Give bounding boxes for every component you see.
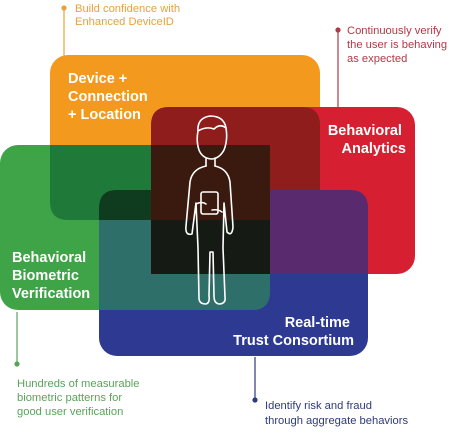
analytics-callout-line-1: Continuously verify bbox=[347, 25, 442, 37]
analytics-box-label: Behavioral Analytics bbox=[328, 123, 406, 157]
consortium-box-label-line-2: Trust Consortium bbox=[233, 333, 354, 349]
biometric-callout-line-2: biometric patterns for bbox=[17, 392, 122, 404]
biometric-box-label: Behavioral Biometric Verification bbox=[12, 250, 90, 302]
analytics-callout-connector bbox=[335, 27, 341, 108]
device-box-label-line-1: Device + bbox=[68, 71, 127, 87]
device-callout-line-2: Enhanced DeviceID bbox=[75, 16, 174, 28]
consortium-box-label: Real-time Trust Consortium bbox=[233, 315, 354, 349]
device-box-label-line-2: Connection bbox=[68, 89, 148, 105]
device-box-label-line-3: + Location bbox=[68, 107, 141, 123]
device-callout-dot bbox=[61, 5, 67, 11]
biometric-callout-line-1: Hundreds of measurable bbox=[17, 378, 140, 390]
device-box-label: Device + Connection + Location bbox=[68, 71, 152, 123]
analytics-callout-text: Continuously verify the user is behaving… bbox=[347, 25, 450, 65]
biometric-callout-connector bbox=[14, 312, 20, 367]
consortium-callout-line-1: Identify risk and fraud bbox=[265, 400, 372, 412]
biometric-callout-line-3: good user verification bbox=[17, 406, 123, 418]
person-with-phone-icon bbox=[185, 115, 234, 305]
biometric-callout-text: Hundreds of measurable biometric pattern… bbox=[17, 378, 143, 418]
biometric-box-label-line-2: Biometric bbox=[12, 268, 79, 284]
consortium-callout-connector bbox=[252, 357, 258, 403]
biometric-box-label-line-3: Verification bbox=[12, 286, 90, 302]
biometric-box-label-line-1: Behavioral bbox=[12, 250, 86, 266]
consortium-callout-dot bbox=[252, 397, 258, 403]
device-callout-connector bbox=[61, 5, 67, 58]
analytics-box-label-line-2: Analytics bbox=[342, 141, 406, 157]
analytics-callout-dot bbox=[335, 27, 341, 33]
consortium-callout-line-2: through aggregate behaviors bbox=[265, 415, 408, 427]
overlap-device-analytics-biometric bbox=[151, 145, 270, 220]
analytics-callout-line-3: as expected bbox=[347, 53, 407, 65]
consortium-callout-text: Identify risk and fraud through aggregat… bbox=[265, 400, 408, 427]
analytics-callout-line-2: the user is behaving bbox=[347, 39, 447, 51]
device-callout-line-1: Build confidence with bbox=[75, 3, 180, 15]
device-callout-text: Build confidence with Enhanced DeviceID bbox=[75, 3, 183, 28]
consortium-box-label-line-1: Real-time bbox=[285, 315, 350, 331]
analytics-box-label-line-1: Behavioral bbox=[328, 123, 402, 139]
overlap-regions bbox=[50, 107, 368, 310]
biometric-callout-dot bbox=[14, 361, 20, 367]
